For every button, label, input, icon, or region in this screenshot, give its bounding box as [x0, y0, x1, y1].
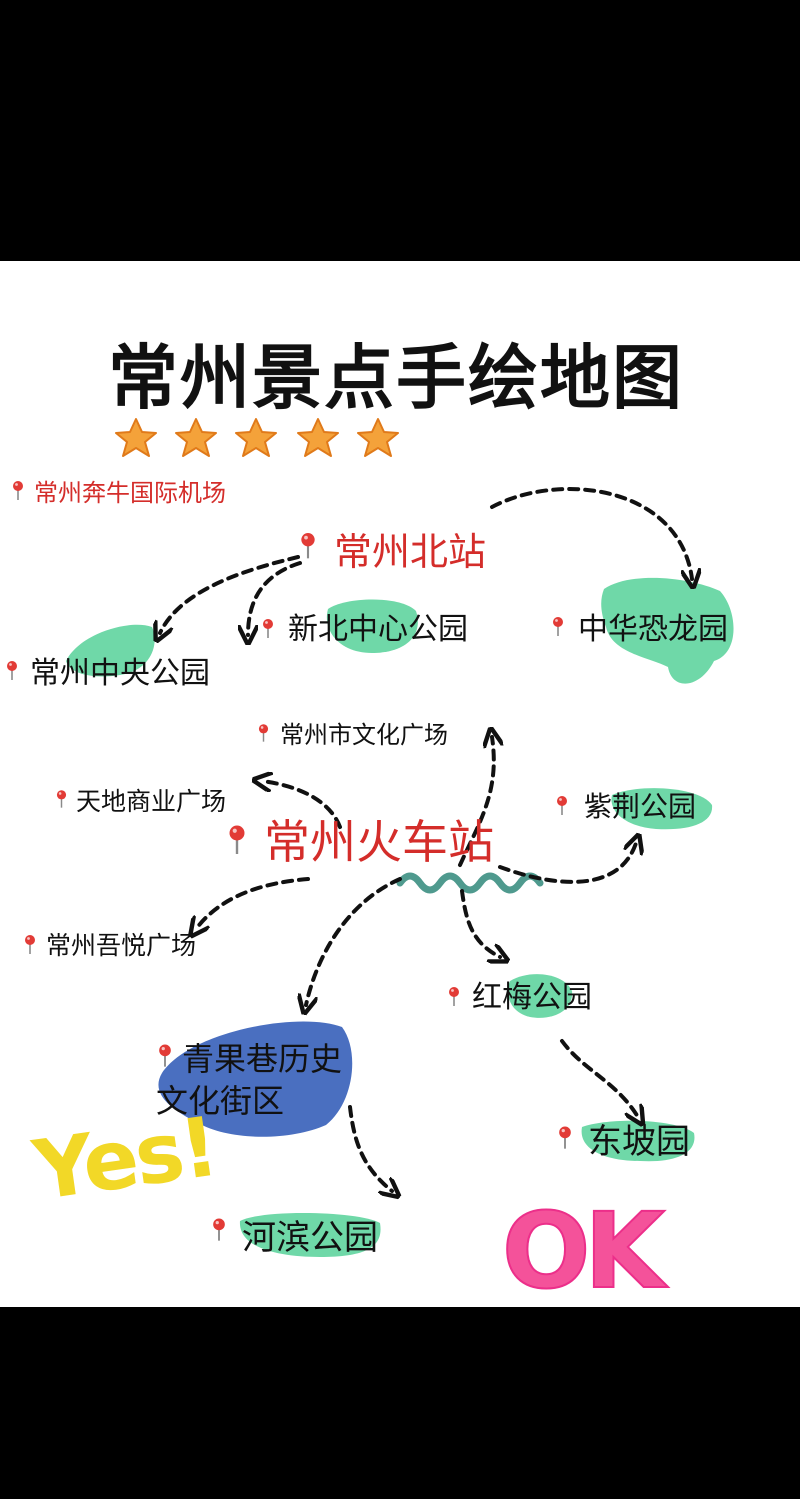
label-airport: 常州奔牛国际机场 [34, 479, 226, 507]
label-dinosaur-park: 中华恐龙园 [578, 612, 728, 647]
arrow-station-to-tiandi [262, 781, 342, 829]
label-qingguo-lane-line1: 青果巷历史 [182, 1040, 343, 1078]
pin-icon [258, 723, 269, 742]
highlight-dongpo-garden [581, 1120, 695, 1162]
label-culture-square: 常州市文化广场 [280, 721, 448, 749]
pin-icon [158, 1043, 172, 1067]
highlight-zijing-park [611, 788, 713, 830]
map-illustration [6, 418, 734, 1257]
pin-icon [262, 618, 274, 639]
pin-icon [448, 986, 460, 1007]
label-hebin-park: 河滨公园 [242, 1218, 378, 1258]
label-north-station: 常州北站 [334, 530, 487, 574]
river-wave [396, 872, 544, 894]
pin-icon [212, 1217, 226, 1241]
arrow-station-to-hongmei [460, 889, 500, 957]
highlight-qingguo-lane [158, 1021, 353, 1137]
rating-stars [115, 418, 399, 457]
arrow-station-to-qingguo [306, 877, 402, 1005]
pin-icon [556, 795, 568, 815]
pin-icon [552, 616, 564, 637]
map-title: 常州景点手绘地图 [108, 337, 684, 419]
arrow-station-to-wuyue [196, 877, 310, 929]
pin-icon [228, 824, 246, 855]
label-train-station: 常州火车站 [264, 815, 494, 869]
pin-icon [24, 934, 36, 955]
highlight-hebin-park [239, 1212, 381, 1257]
label-tiandi-plaza: 天地商业广场 [76, 787, 227, 816]
label-zijing-park: 紫荆公园 [584, 790, 697, 823]
arrow-north-to-central [160, 555, 300, 633]
pin-icon [6, 660, 18, 681]
pin-icon [300, 531, 316, 559]
arrow-station-to-zijing [498, 843, 636, 884]
highlight-dinosaur-park [601, 577, 734, 684]
arrow-north-to-dinosaur [490, 487, 692, 579]
highlight-hongmei-park [508, 974, 573, 1018]
label-hongmei-park: 红梅公园 [472, 980, 592, 1015]
label-qingguo-lane-line2: 文化街区 [156, 1082, 285, 1120]
pin-icon [558, 1125, 572, 1149]
highlight-central-park [66, 624, 155, 677]
pin-icon [56, 789, 67, 808]
arrow-station-to-culture [458, 737, 494, 867]
arrow-hongmei-to-dongpo [560, 1039, 638, 1117]
label-wuyue-plaza: 常州吾悦广场 [46, 931, 197, 960]
pin-icon [12, 480, 24, 501]
arrow-north-to-xinbei [248, 561, 302, 635]
label-xinbei-park: 新北中心公园 [288, 612, 468, 647]
label-central-park: 常州中央公园 [30, 656, 210, 691]
ok-sticker: OK [501, 1190, 666, 1307]
label-dongpo-garden: 东坡园 [588, 1122, 690, 1162]
map-card: 常州景点手绘地图 常州奔牛国际机场 常州北站 新北中心公园 中华恐龙园 常州中央… [0, 261, 800, 1307]
highlight-xinbei-park [326, 599, 418, 653]
yes-sticker: Yes! [28, 1099, 222, 1220]
arrow-qingguo-to-hebin [348, 1105, 392, 1191]
